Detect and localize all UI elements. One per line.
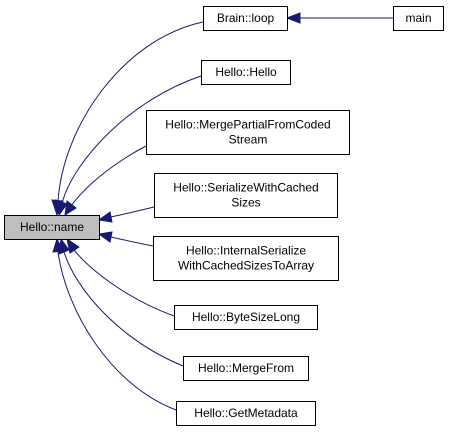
node-box[interactable] (154, 173, 338, 218)
node-box[interactable] (176, 401, 316, 426)
edge-main-to-brain-loop (285, 12, 393, 24)
edge-line (70, 145, 147, 207)
node-label: main (405, 11, 431, 25)
node-label: Hello::Hello (215, 65, 277, 79)
node-byte-size-long[interactable]: Hello::ByteSizeLong (174, 305, 318, 330)
edge-arrowhead (97, 231, 113, 243)
edge-arrowhead (97, 211, 113, 223)
node-merge-from[interactable]: Hello::MergeFrom (183, 356, 309, 381)
node-internal-serialize[interactable]: Hello::InternalSerializeWithCachedSizesT… (153, 236, 339, 281)
node-label: Brain::loop (217, 11, 275, 25)
node-box[interactable] (183, 356, 309, 381)
edge-line (110, 236, 154, 247)
edge-line (110, 206, 155, 218)
node-box[interactable] (201, 60, 291, 85)
edge-arrowhead (66, 237, 80, 254)
edge-internal-serialize-to-hello-name (97, 231, 154, 247)
node-label: Hello::GetMetadata (194, 406, 298, 420)
node-box[interactable] (393, 6, 444, 31)
edge-line (61, 75, 202, 204)
edge-arrowhead (55, 199, 68, 217)
node-brain-loop[interactable]: Brain::loop (203, 6, 288, 31)
node-label: Hello::name (20, 220, 84, 234)
edge-merge-partial-to-hello-name (64, 145, 147, 217)
edge-get-metadata-to-hello-name (52, 237, 177, 411)
edge-line (57, 21, 204, 203)
node-label: WithCachedSizesToArray (178, 259, 314, 273)
node-label: Hello::MergePartialFromCoded (165, 118, 330, 132)
edge-serialize-cached-to-hello-name (97, 206, 155, 223)
edge-line (63, 251, 184, 367)
node-box[interactable] (153, 236, 339, 281)
edge-byte-size-long-to-hello-name (66, 237, 175, 317)
nodes-layer: Hello::name Brain::loop mainHello::HelloHe… (4, 6, 444, 426)
node-main[interactable]: main (393, 6, 444, 31)
edges-layer (51, 12, 393, 411)
node-label: Sizes (231, 196, 260, 210)
node-label: Hello::MergeFrom (198, 361, 294, 375)
node-box[interactable] (174, 305, 318, 330)
node-box[interactable] (4, 215, 100, 240)
node-label: Hello::SerializeWithCached (173, 181, 318, 195)
node-get-metadata[interactable]: Hello::GetMetadata (176, 401, 316, 426)
node-hello-hello[interactable]: Hello::Hello (201, 60, 291, 85)
node-box[interactable] (203, 6, 288, 31)
edge-arrowhead (285, 12, 301, 24)
node-label: Hello::ByteSizeLong (192, 310, 300, 324)
node-label: Stream (229, 133, 268, 147)
node-label: Hello::InternalSerialize (186, 244, 306, 258)
edge-hello-hello-to-hello-name (55, 75, 202, 217)
node-box[interactable] (146, 110, 350, 155)
edge-line (57, 251, 177, 411)
edge-line (73, 249, 175, 317)
edge-arrowhead (64, 200, 77, 217)
node-hello-name[interactable]: Hello::name (4, 215, 100, 240)
edge-arrowhead (52, 237, 64, 253)
